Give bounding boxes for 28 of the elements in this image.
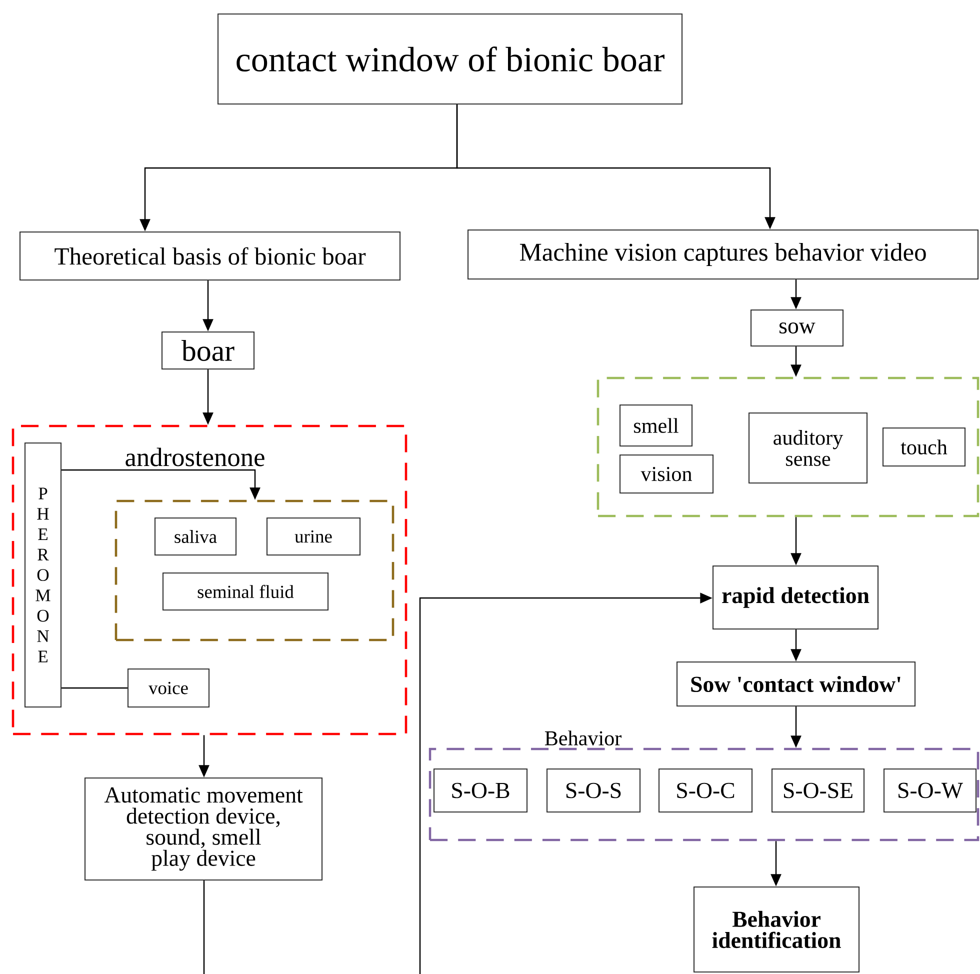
process-box: Sow 'contact window' bbox=[676, 661, 916, 707]
item-box: seminal fluid bbox=[162, 572, 329, 611]
behavior-box: S-O-S bbox=[546, 768, 641, 813]
item-box: voice bbox=[127, 668, 210, 708]
item-box: smell bbox=[619, 404, 693, 447]
dashed-group-box bbox=[596, 376, 980, 518]
process-box: Automatic movement detection device, sound, smell play device bbox=[84, 777, 323, 881]
edge-label: androstenone bbox=[126, 448, 264, 466]
behavior-box: S-O-C bbox=[658, 768, 753, 813]
process-box: Machine vision captures behavior video bbox=[467, 229, 979, 280]
group-label: Behavior bbox=[544, 730, 622, 746]
item-box: vision bbox=[619, 454, 714, 494]
item-box: auditory sense bbox=[748, 412, 868, 484]
behavior-box: S-O-SE bbox=[771, 768, 865, 813]
item-box: urine bbox=[266, 517, 361, 556]
process-box: rapid detection bbox=[712, 565, 879, 630]
title-box: contact window of bionic boar bbox=[217, 13, 683, 105]
process-box: Theoretical basis of bionic boar bbox=[19, 231, 401, 281]
dashed-group-box bbox=[114, 500, 394, 642]
pheromone-box: PHEROMONE bbox=[24, 442, 62, 708]
behavior-box: S-O-W bbox=[883, 768, 977, 813]
process-box: Behavior identification bbox=[693, 886, 860, 973]
process-box: sow bbox=[750, 309, 844, 347]
behavior-box: S-O-B bbox=[433, 768, 528, 813]
dashed-group-box bbox=[12, 424, 408, 736]
process-box: boar bbox=[161, 331, 255, 370]
item-box: touch bbox=[882, 427, 966, 467]
item-box: saliva bbox=[154, 517, 237, 556]
